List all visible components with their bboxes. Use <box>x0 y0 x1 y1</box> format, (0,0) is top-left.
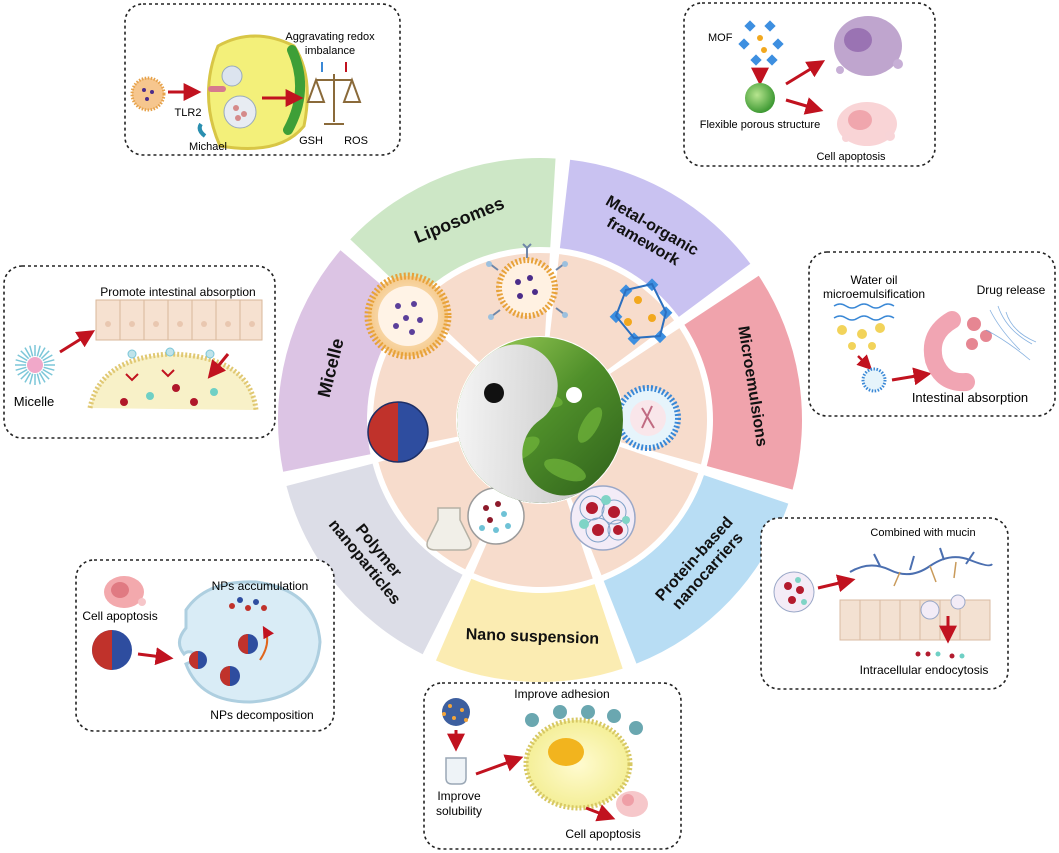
polymer-nanoparticle-illustration <box>367 401 429 463</box>
mof-panel-text-2: Cell apoptosis <box>816 151 886 163</box>
micelle-panel: Promote intestinal absorption Micelle <box>3 265 276 439</box>
mof-cell-blob <box>834 16 903 76</box>
protein-panel-text-0: Combined with mucin <box>870 527 975 539</box>
liposomes-panel-text-0: Aggravating redox <box>285 31 375 43</box>
liposomes-panel-text-1: imbalance <box>305 45 355 57</box>
ring-segment-mof <box>559 159 751 317</box>
protein-panel-text-1: Intracellular endocytosis <box>860 663 989 677</box>
intestinal-epithelium <box>95 299 263 341</box>
yin-yang-herb-center <box>457 337 623 503</box>
micelle-spike <box>42 368 53 376</box>
micelle-spike <box>42 354 53 362</box>
targeted-liposome-illustration <box>486 243 568 320</box>
micelle-spike <box>17 354 28 362</box>
ring-segment-liposomes <box>350 158 556 301</box>
mof-panel: MOF Flexible porous structure Cell apopt… <box>683 2 936 167</box>
liposomes-panel-text-2: TLR2 <box>175 107 202 119</box>
micelle-spike <box>17 368 28 376</box>
microemulsions-panel-text-0: Water oil <box>851 273 898 287</box>
micelle-spike <box>29 373 34 385</box>
liposomes-panel-text-3: GSH <box>299 135 323 147</box>
liposomes-panel: Aggravating redox imbalance TLR2 GSH ROS… <box>124 3 401 156</box>
ring-segment-protein <box>603 475 789 664</box>
microemulsion-illustration <box>615 385 681 451</box>
microemulsions-panel-text-2: Drug release <box>977 283 1046 297</box>
liposome-illustration <box>364 272 452 360</box>
micelle-spike <box>43 359 55 364</box>
micelle-spike <box>15 366 27 371</box>
protein-nanocarrier-illustration <box>570 485 636 551</box>
micelle-icon <box>15 345 55 385</box>
polymer-panel-text-0: Cell apoptosis <box>82 609 157 623</box>
nanosuspension-panel: Improve adhesion Improve solubility Cell… <box>423 682 682 850</box>
mof-panel-text-0: MOF <box>708 32 733 44</box>
nanosuspension-apoptosis-blob <box>616 791 648 817</box>
ring-segment-microemulsions <box>684 275 802 490</box>
segment-label-nanosuspension-line-0: Nano suspension <box>465 626 599 648</box>
microemulsions-panel: Water oil microemulsification Drug relea… <box>808 251 1056 417</box>
protein-epithelium <box>839 599 991 641</box>
micelle-spike <box>38 372 46 383</box>
microemulsions-panel-text-1: microemulsification <box>823 287 925 301</box>
micelle-spike <box>20 350 30 360</box>
inner-segment-mof <box>549 254 675 370</box>
micelle-spike <box>43 366 55 371</box>
nanosuspension-flask-illustration <box>426 487 525 551</box>
polymer-panel-text-1: NPs accumulation <box>212 579 309 593</box>
ring-segment-polymer <box>286 463 463 655</box>
polymer-panel-text-2: NPs decomposition <box>210 708 313 722</box>
nanosuspension-panel-text-0: Improve adhesion <box>514 687 609 701</box>
micelle-spike <box>15 359 27 364</box>
ring-segment-nanosuspension <box>435 578 623 683</box>
micelle-spike <box>24 347 32 358</box>
micelle-spike <box>38 347 46 358</box>
nanosuspension-panel-text-3: Cell apoptosis <box>565 827 640 841</box>
polymer-apoptosis-blob <box>104 576 146 608</box>
liposomes-panel-text-4: ROS <box>344 135 368 147</box>
micelle-spike <box>20 370 30 380</box>
outer-ring <box>278 158 802 683</box>
nanosuspension-panel-text-2: solubility <box>436 804 482 818</box>
polymer-panel: Cell apoptosis NPs accumulation NPs deco… <box>75 559 335 732</box>
liposomes-panel-text-5: Michael <box>189 141 227 153</box>
microemulsions-panel-text-3: Intestinal absorption <box>912 390 1028 405</box>
micelle-panel-text-1: Micelle <box>14 394 54 409</box>
micelle-spike <box>29 345 34 357</box>
mof-panel-text-1: Flexible porous structure <box>700 119 820 131</box>
micelle-panel-text-0: Promote intestinal absorption <box>100 285 255 299</box>
protein-panel: Combined with mucin Intracellular endocy… <box>760 517 1009 690</box>
inner-segment-polymer <box>378 441 503 570</box>
micelle-spike <box>40 370 50 380</box>
micelle-spike <box>36 373 41 385</box>
micelle-spike <box>36 345 41 357</box>
nanosuspension-panel-text-1: Improve <box>437 789 481 803</box>
micelle-spike <box>40 350 50 360</box>
micelle-spike <box>24 372 32 383</box>
segment-label-nanosuspension: Nano suspension <box>465 626 599 648</box>
mof-apoptosis-blob <box>837 102 897 146</box>
